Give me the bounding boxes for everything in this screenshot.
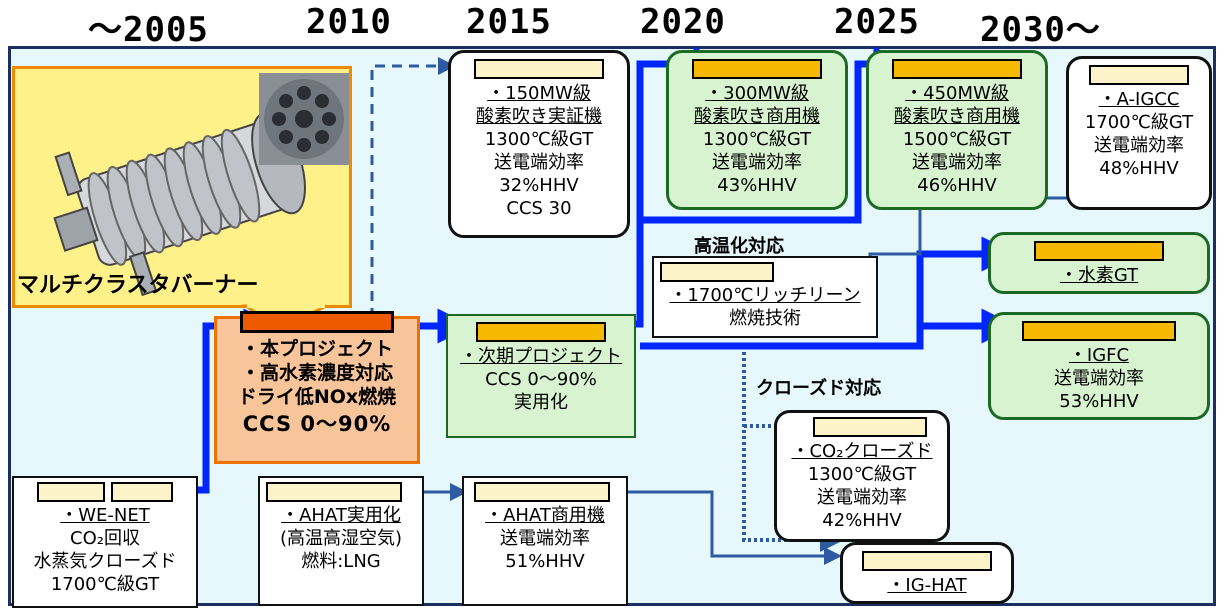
box-450mw-tag (892, 59, 1022, 79)
box-ahat-commercial-eff-value: 51%HHV (505, 551, 585, 572)
box-co2-closed-gt: 1300℃級GT (807, 464, 917, 485)
box-300mw-commercial: ・300MW級 酸素吹き商用機 1300℃級GT 送電端効率 43%HHV (666, 50, 848, 210)
box-rich-lean-subtitle: 燃焼技術 (729, 308, 801, 329)
box-we-net-tag-2 (111, 482, 173, 502)
box-igfc: ・IGFC 送電端効率 53%HHV (988, 312, 1210, 420)
box-150mw-eff-label: 送電端効率 (494, 152, 584, 173)
box-rich-lean-title: ・1700℃リッチリーン (669, 285, 861, 306)
box-300mw-title: ・300MW級 (705, 83, 809, 104)
box-150mw-ccs: CCS 30 (506, 198, 572, 219)
arrow-to-h2gt (640, 236, 1017, 350)
dotted-to-ighat (742, 352, 844, 552)
box-ig-hat-tag (862, 551, 992, 571)
box-300mw-eff-label: 送電端効率 (712, 152, 802, 173)
box-a-igcc: ・A-IGCC 1700℃級GT 送電端効率 48%HHV (1066, 56, 1212, 210)
timeline-header: 〜2005 2010 2015 2020 2025 2030〜 (0, 0, 1226, 50)
box-ahat-practical-title: ・AHAT実用化 (281, 505, 401, 526)
box-we-net-co2: CO₂回収 (70, 528, 140, 549)
box-450mw-eff-value: 46%HHV (917, 175, 997, 196)
box-300mw-subtitle: 酸素吹き商用機 (694, 106, 820, 127)
box-a-igcc-gt: 1700℃級GT (1084, 112, 1194, 133)
project-title: ・本プロジェクト (240, 338, 393, 360)
box-we-net-tag-1 (37, 482, 105, 502)
year-2015: 2015 (466, 2, 552, 42)
box-rich-lean: ・1700℃リッチリーン 燃焼技術 (652, 256, 878, 338)
label-closed: クローズド対応 (756, 378, 882, 399)
box-300mw-tag (692, 59, 822, 79)
box-this-project: ・本プロジェクト ・高水素濃度対応 ドライ低NOx燃焼 CCS 0〜90% (214, 311, 420, 464)
box-co2-closed-eff-value: 42%HHV (822, 510, 902, 531)
box-ahat-practical-fuel: 燃料:LNG (301, 551, 381, 572)
project-line2: ・高水素濃度対応 (240, 362, 393, 384)
box-ahat-commercial-tag (474, 482, 610, 502)
box-this-project-tag (240, 311, 394, 333)
burner-caption: マルチクラスタバーナー (17, 273, 259, 298)
box-ahat-commercial-eff-label: 送電端効率 (500, 528, 590, 549)
box-450mw-eff-label: 送電端効率 (912, 152, 1002, 173)
box-co2-closed-title: ・CO₂クローズド (791, 441, 933, 462)
box-ahat-practical: ・AHAT実用化 (高温高湿空気) 燃料:LNG (258, 476, 424, 606)
box-a-igcc-tag (1089, 65, 1189, 85)
box-we-net-steam: 水蒸気クローズド (33, 551, 177, 572)
box-450mw-gt: 1500℃級GT (902, 129, 1012, 150)
box-igfc-eff-label: 送電端効率 (1054, 368, 1144, 389)
box-next-project-ccs: CCS 0〜90% (485, 369, 597, 390)
box-next-project-tag (476, 322, 606, 342)
box-co2-closed: ・CO₂クローズド 1300℃級GT 送電端効率 42%HHV (774, 410, 950, 542)
box-450mw-subtitle: 酸素吹き商用機 (894, 106, 1020, 127)
box-150mw-eff-value: 32%HHV (499, 175, 579, 196)
box-ahat-practical-tag (266, 482, 402, 502)
label-high-temp: 高温化対応 (694, 236, 784, 257)
box-ahat-commercial: ・AHAT商用機 送電端効率 51%HHV (462, 476, 628, 606)
box-next-project: ・次期プロジェクト CCS 0〜90% 実用化 (446, 314, 636, 438)
box-450mw-title: ・450MW級 (905, 83, 1009, 104)
box-ig-hat-title: ・IG-HAT (887, 575, 967, 596)
burner-drawing (53, 112, 306, 297)
callout-pointer-fill (247, 300, 325, 308)
box-rich-lean-tag (660, 262, 774, 282)
box-igfc-title: ・IGFC (1068, 345, 1130, 366)
box-150mw-subtitle: 酸素吹き実証機 (476, 106, 602, 127)
box-150mw-gt: 1300℃級GT (484, 129, 594, 150)
box-we-net: ・WE-NET CO₂回収 水蒸気クローズド 1700℃級GT (12, 476, 198, 608)
year-2030: 2030〜 (980, 10, 1101, 50)
box-150mw-tag (474, 59, 604, 79)
nozzle-pattern (264, 79, 344, 159)
year-2010: 2010 (306, 2, 392, 42)
box-next-project-title: ・次期プロジェクト (460, 346, 622, 367)
year-2005: 〜2005 (88, 10, 209, 50)
box-we-net-tags (14, 482, 196, 502)
box-co2-closed-tag (813, 417, 927, 437)
box-hydrogen-gt-tag (1034, 241, 1164, 261)
box-450mw-commercial: ・450MW級 酸素吹き商用機 1500℃級GT 送電端効率 46%HHV (866, 50, 1048, 210)
arrow-ahat2-to-ighat (628, 490, 842, 565)
box-300mw-eff-value: 43%HHV (717, 175, 797, 196)
year-2020: 2020 (640, 2, 726, 42)
box-we-net-title: ・WE-NET (60, 505, 150, 526)
box-150mw-title: ・150MW級 (487, 83, 591, 104)
box-hydrogen-gt: ・水素GT (988, 232, 1210, 294)
box-a-igcc-title: ・A-IGCC (1098, 89, 1180, 110)
box-co2-closed-eff-label: 送電端効率 (817, 487, 907, 508)
dashed-to-150mw (370, 57, 456, 318)
box-a-igcc-eff-value: 48%HHV (1099, 158, 1179, 179)
box-a-igcc-eff-label: 送電端効率 (1094, 135, 1184, 156)
project-ccs: CCS 0〜90% (242, 412, 392, 436)
box-300mw-gt: 1300℃級GT (702, 129, 812, 150)
box-ig-hat: ・IG-HAT (840, 542, 1014, 604)
box-150mw-demo: ・150MW級 酸素吹き実証機 1300℃級GT 送電端効率 32%HHV CC… (448, 50, 630, 238)
project-line3: ドライ低NOx燃焼 (237, 386, 397, 408)
burner-nozzle-photo (259, 73, 349, 165)
year-2025: 2025 (834, 2, 920, 42)
box-we-net-gt: 1700℃級GT (50, 574, 160, 595)
box-igfc-tag (1022, 321, 1176, 341)
box-ahat-practical-air: (高温高湿空気) (279, 528, 403, 549)
burner-illustration: マルチクラスタバーナー (12, 66, 352, 308)
box-ahat-commercial-title: ・AHAT商用機 (485, 505, 605, 526)
box-hydrogen-gt-title: ・水素GT (1059, 265, 1139, 286)
box-igfc-eff-value: 53%HHV (1059, 391, 1139, 412)
box-next-project-commercial: 実用化 (514, 392, 568, 413)
